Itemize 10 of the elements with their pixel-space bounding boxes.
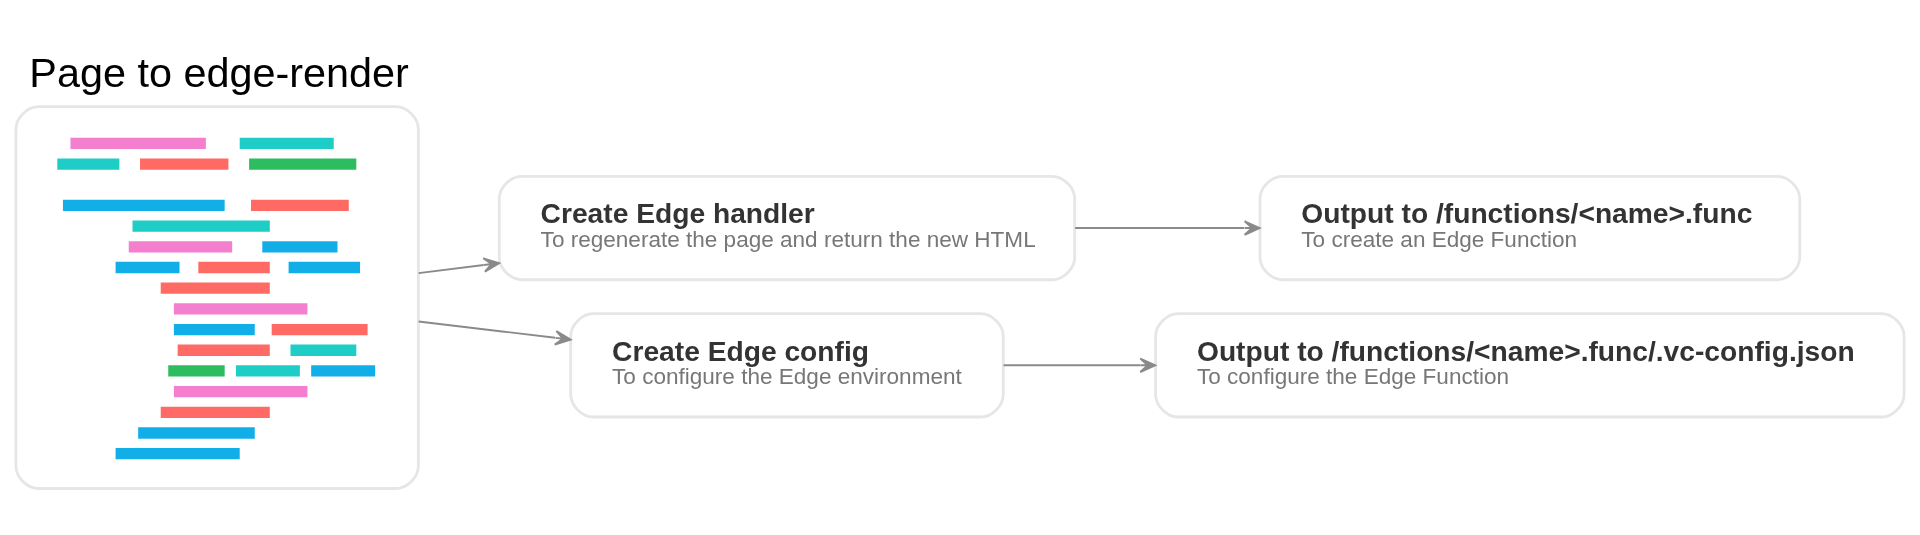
node-box: Create Edge handler To regenerate the page and return the new HTML [497, 174, 1077, 282]
arrow [1074, 220, 1261, 236]
arrow [417, 257, 500, 274]
node-box: Output to /functions/<name>.func To create an Edge Function [1258, 174, 1802, 282]
diagram-title: Page to edge-render [29, 50, 409, 97]
node-box: Output to /functions/<name>.func/.vc-config.json To configure the Edge Function [1154, 312, 1906, 419]
node-picture [14, 105, 420, 490]
node-box: Create Edge config To configure the Edge environment [569, 312, 1005, 419]
arrow [417, 320, 572, 346]
arrow [1002, 357, 1157, 373]
